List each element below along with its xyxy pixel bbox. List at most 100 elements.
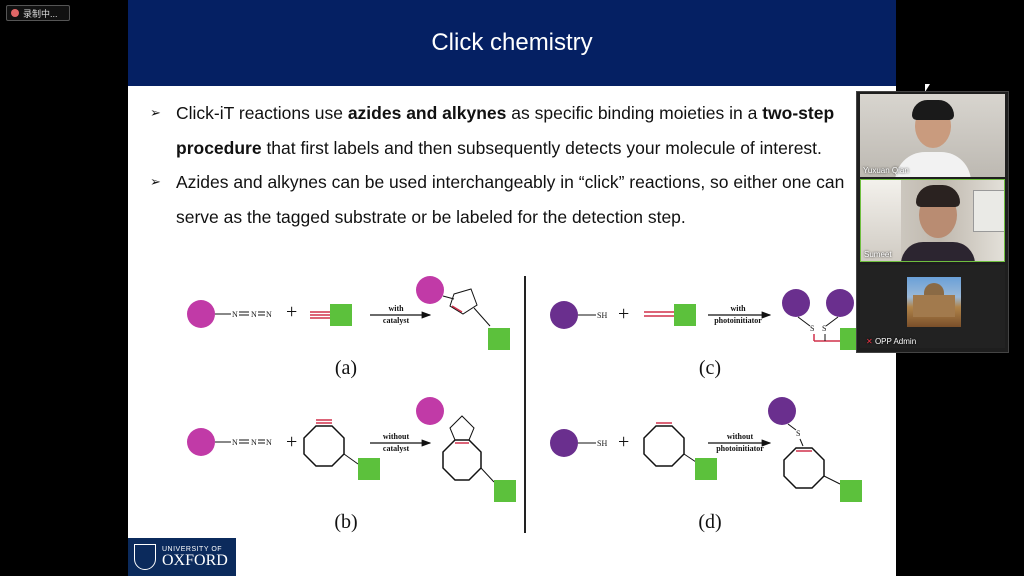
bold-segment: azides and alkynes <box>347 103 507 123</box>
text-segment: Click-iT reactions use <box>176 103 348 123</box>
bullet-text: Click-iT reactions use azides and alkyne… <box>176 96 890 165</box>
plus-sign: + <box>286 301 297 323</box>
text-segment: that first labels and then subsequently … <box>261 137 822 158</box>
bond <box>473 307 491 327</box>
participant-hair <box>912 100 954 120</box>
arrow-label: catalyst <box>383 444 410 453</box>
green-square <box>494 480 516 502</box>
crest-icon <box>134 544 156 570</box>
thiol-label: SH <box>597 439 607 448</box>
building-shape <box>913 295 955 317</box>
bond <box>451 305 463 313</box>
green-square <box>358 458 380 480</box>
arrow-label: with <box>388 304 404 313</box>
bullet-item: ➢ Azides and alkynes can be used interch… <box>150 165 890 234</box>
video-tile[interactable]: Yuxuan Qian <box>860 94 1005 177</box>
participant-body <box>901 242 975 261</box>
bond <box>825 316 839 327</box>
dome-shape <box>924 283 944 295</box>
bullet-list: ➢ Click-iT reactions use azides and alky… <box>150 96 890 234</box>
cyclooctane-ring <box>442 439 482 481</box>
green-square <box>674 304 696 326</box>
text-segment: as specific binding moieties in a <box>506 103 763 123</box>
window-background <box>973 190 1004 232</box>
azide-n: N <box>251 310 257 319</box>
sulfur-label: S <box>796 429 800 438</box>
logo-text: UNIVERSITY OF OXFORD <box>162 546 228 569</box>
azide-n: N <box>251 438 257 447</box>
bullet-arrow-icon: ➢ <box>150 174 161 189</box>
magenta-sphere <box>187 428 215 456</box>
presentation-slide: Click chemistry ➢ Click-iT reactions use… <box>128 0 896 576</box>
azide-n: N <box>232 438 238 447</box>
bond <box>799 438 804 447</box>
bond <box>480 467 495 483</box>
azide-n: N <box>232 310 238 319</box>
bond <box>343 453 359 465</box>
thiol-label: SH <box>597 311 607 320</box>
arrow-label: catalyst <box>383 316 410 325</box>
arrow-label: without <box>383 432 410 441</box>
label-b: (b) <box>334 511 357 533</box>
arrow-label: photoinitiator <box>714 316 762 325</box>
room-background <box>861 180 901 261</box>
logo-line-2: OXFORD <box>162 551 228 569</box>
triazole-ring <box>449 288 478 315</box>
sulfur-label: S <box>822 324 826 333</box>
slide-title: Click chemistry <box>431 29 593 56</box>
green-square <box>840 480 862 502</box>
label-a: (a) <box>335 357 357 379</box>
reaction-diagram: N N N + with catalyst (a) N <box>187 276 862 533</box>
participant-video-panel[interactable]: Yuxuan Qian Sumeet ✕ OPP Admin <box>856 91 1009 353</box>
green-square <box>488 328 510 350</box>
cyclooctane-ring <box>783 447 825 489</box>
bond <box>787 423 797 431</box>
azide-n: N <box>266 438 272 447</box>
plus-sign: + <box>618 303 629 325</box>
record-icon <box>11 9 19 17</box>
video-tile[interactable]: ✕ OPP Admin <box>860 265 1005 348</box>
mouse-cursor-icon <box>925 84 930 92</box>
label-c: (c) <box>699 357 721 379</box>
oxford-logo: UNIVERSITY OF OXFORD <box>128 538 236 576</box>
green-square <box>330 304 352 326</box>
reaction-b: N N N + without catalyst (b) <box>187 397 516 533</box>
cyclooctene-ring <box>643 425 685 467</box>
arrow-label: with <box>730 304 746 313</box>
label-d: (d) <box>698 511 721 533</box>
bond <box>442 295 455 300</box>
purple-sphere <box>550 429 578 457</box>
bond <box>823 475 841 485</box>
participant-name: Yuxuan Qian <box>863 166 909 175</box>
profile-picture <box>907 277 961 327</box>
bullet-text: Azides and alkynes can be used interchan… <box>176 172 845 227</box>
recording-indicator[interactable]: 录制中... <box>6 5 70 21</box>
participant-name: Sumeet <box>864 250 892 259</box>
azide-n: N <box>266 310 272 319</box>
green-square <box>695 458 717 480</box>
bullet-arrow-icon: ➢ <box>150 105 161 120</box>
cyclooctyne-ring <box>303 425 345 467</box>
reaction-a: N N N + with catalyst (a) <box>187 276 510 379</box>
logo-line-1: UNIVERSITY OF <box>162 545 223 553</box>
participant-hair <box>916 185 960 207</box>
bold-segment: two-step procedure <box>176 103 835 158</box>
muted-mic-icon: ✕ <box>866 337 875 346</box>
recording-label: 录制中... <box>23 8 58 19</box>
magenta-sphere <box>416 397 444 425</box>
bond <box>683 453 697 463</box>
purple-sphere <box>550 301 578 329</box>
reaction-d: SH + without photoinitiator S (d) <box>550 397 862 533</box>
participant-name-wrap: ✕ OPP Admin <box>866 337 916 346</box>
sulfur-label: S <box>810 324 814 333</box>
arrow-label: without <box>727 432 754 441</box>
magenta-sphere <box>416 276 444 304</box>
reaction-c: SH + with photoinitiator S S (c) <box>550 289 862 379</box>
arrow-label: photoinitiator <box>716 444 764 453</box>
plus-sign: + <box>286 431 297 453</box>
triazole-ring <box>449 415 475 441</box>
bullet-item: ➢ Click-iT reactions use azides and alky… <box>150 96 890 165</box>
video-tile[interactable]: Sumeet <box>860 179 1005 262</box>
bond <box>797 316 811 327</box>
magenta-sphere <box>187 300 215 328</box>
